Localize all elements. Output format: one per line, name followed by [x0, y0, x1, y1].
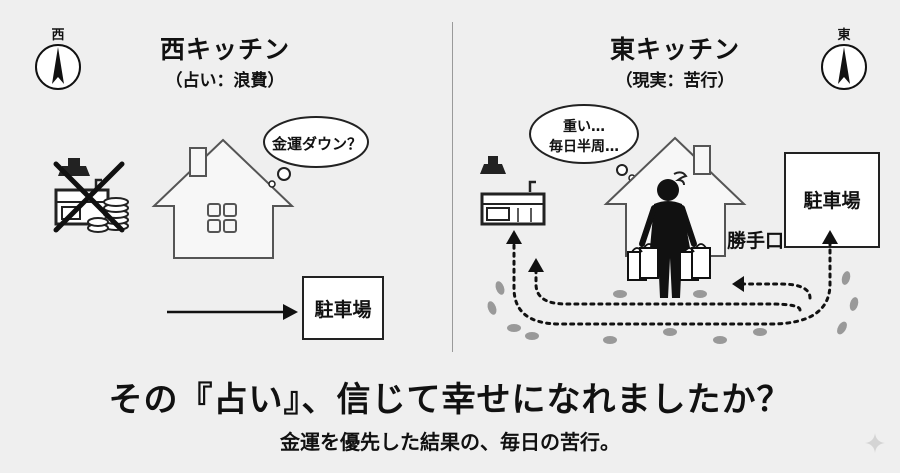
- compass-west-label: 西: [51, 28, 65, 43]
- east-thought-bubble: [529, 104, 639, 182]
- west-house-icon: [151, 138, 295, 259]
- compass-west-icon: [35, 44, 81, 90]
- east-bubble-line2: 毎日半周…: [549, 139, 619, 155]
- sparkle-icon: [865, 433, 885, 453]
- tagline: 金運を優先した結果の、毎日の苦行。: [280, 430, 620, 454]
- compass-east-label: 東: [837, 28, 851, 43]
- east-parking-box: 駐車場: [784, 152, 880, 248]
- back-door-label: 勝手口: [727, 230, 785, 252]
- west-kitchen-subtitle: （占い：浪費）: [165, 71, 285, 91]
- headline: その『占い』、信じて幸せになれましたか？: [108, 380, 792, 420]
- tired-person-icon: [627, 171, 711, 298]
- east-kitchen-title: 東キッチン: [609, 35, 740, 64]
- walking-path: [487, 230, 859, 344]
- west-arrow: [167, 304, 298, 320]
- east-parking-label: 駐車場: [803, 190, 861, 212]
- compass-east-icon: [821, 44, 867, 90]
- east-kitchen-icon: [480, 156, 546, 226]
- center-divider: [452, 22, 453, 352]
- west-kitchen-title: 西キッチン: [159, 35, 290, 64]
- east-kitchen-subtitle: （現実：苦行）: [615, 71, 735, 91]
- west-bubble-text: 金運ダウン？: [271, 135, 362, 153]
- west-parking-label: 駐車場: [314, 299, 372, 321]
- crossed-kitchen-coins-icon: [53, 158, 129, 233]
- east-bubble-line1: 重い…: [563, 119, 605, 135]
- west-parking-box: 駐車場: [302, 276, 384, 340]
- west-thought-bubble: [263, 116, 369, 188]
